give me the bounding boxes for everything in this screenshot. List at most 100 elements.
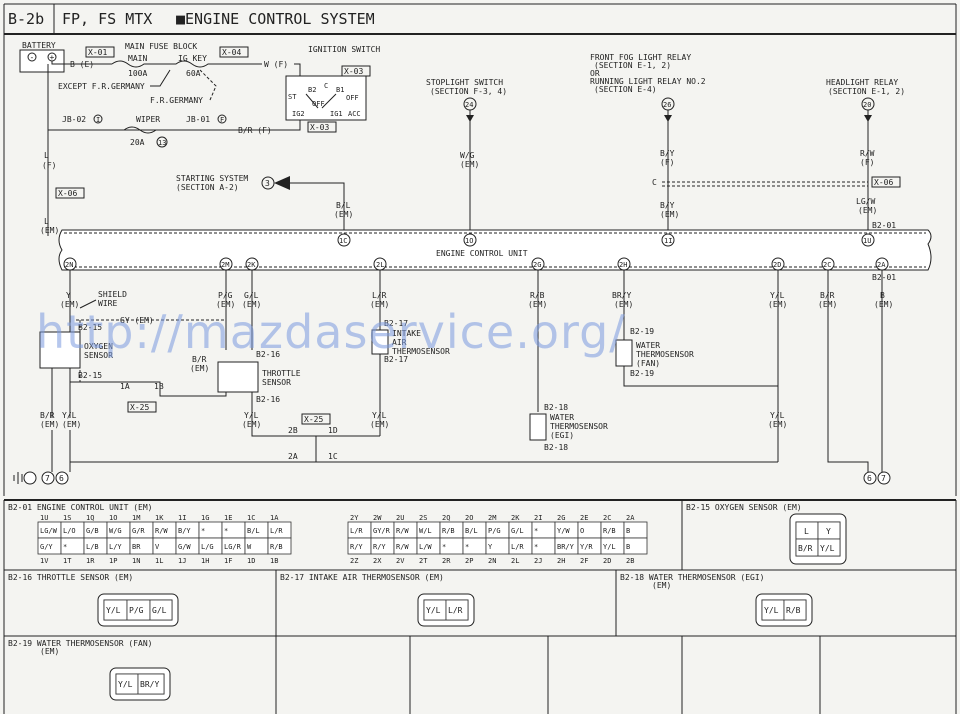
wt-egi-pin-2: R/B xyxy=(786,606,801,615)
wire-b-em-2a: B(EM) xyxy=(874,291,893,309)
ecu-left-wire-color: W xyxy=(247,543,252,551)
iat-pin-2: L/R xyxy=(448,606,463,615)
ecu-left-wire-color: G/W xyxy=(178,543,191,551)
ecu-right-pin-num-top: 2S xyxy=(419,514,427,522)
ecu-right-pin-num-top: 2U xyxy=(396,514,404,522)
wire-by-f: B/Y(F) xyxy=(660,149,675,167)
ecu-left-pin-num-bottom: 1B xyxy=(270,557,278,565)
ecu-left-wire-color: R/B xyxy=(270,543,283,551)
ecu-connector-left: 1ULG/WG/Y1V1SL/O*1T1QG/BL/B1R1OW/GL/Y1P1… xyxy=(37,514,292,565)
wire-lr-em: L/R(EM) xyxy=(370,291,389,309)
iat-pin-1: Y/L xyxy=(426,606,441,615)
wt-fan-pin-2: BR/Y xyxy=(140,680,159,689)
pin-2m: 2M xyxy=(221,261,229,269)
ecu-right-wire-color: L/W xyxy=(419,543,432,551)
ecu-right-wire-color: B xyxy=(626,543,630,551)
ecu-left-wire-color: BR xyxy=(132,543,141,551)
ecu-left-wire-color: LG/R xyxy=(224,543,242,551)
pin-2a: 2A xyxy=(877,261,886,269)
ecu-right-pin-num-top: 2W xyxy=(373,514,382,522)
fog-num: 26 xyxy=(663,101,671,109)
wire-wg-em: W/G(EM) xyxy=(460,151,479,169)
ecu-right-pin-num-bottom: 2J xyxy=(534,557,542,565)
ecu-left-pin-num-top: 1E xyxy=(224,514,232,522)
sw-acc: ACC xyxy=(348,110,361,118)
ecu-right-wire-color: R/W xyxy=(396,543,409,551)
ecu-connector-right: 2YL/RR/Y2Z2WGY/RR/Y2X2UR/WR/W2V2SW/LL/W2… xyxy=(347,514,648,565)
watermark: http://mazdaservice.org/ xyxy=(36,305,626,359)
jb01-num: F xyxy=(220,116,224,124)
ecu-right-wire-color: Y xyxy=(488,543,493,551)
battery-pos: + xyxy=(50,53,55,62)
ecu-left-wire-color: * xyxy=(63,543,67,551)
ecu-left-wire-color: R/W xyxy=(155,527,168,535)
jb02-label: JB-02 xyxy=(62,115,86,124)
wt-egi-connector: Y/L R/B xyxy=(755,593,813,627)
ecu-right-pin-num-bottom: 2T xyxy=(419,557,428,565)
pin-2k: 2K xyxy=(247,261,256,269)
wt-fan-connector: Y/L BR/Y xyxy=(109,667,171,701)
ground-connectors: 7 6 6 7 xyxy=(13,471,891,485)
sw-st: ST xyxy=(288,93,297,101)
iat-connector-title: B2-17 INTAKE AIR THERMOSENSOR (EM) xyxy=(280,573,444,582)
wire-b-r-f: B/R (F) xyxy=(238,126,272,135)
ecu-left-pin-num-bottom: 1L xyxy=(155,557,163,565)
main-fuse-label: MAIN xyxy=(128,54,147,63)
b219-top: B2-19 xyxy=(630,327,654,336)
ecu-right-wire-color: W/L xyxy=(419,527,432,535)
wire-yl-em-left: Y/L(EM) xyxy=(62,411,81,429)
x03-label-top: X-03 xyxy=(344,67,363,76)
ecu-right-pin-num-bottom: 2F xyxy=(580,557,588,565)
ecu-left-wire-color: G/B xyxy=(86,527,99,535)
pin-1o: 1O xyxy=(465,237,473,245)
wiper-amp: 20A xyxy=(130,138,145,147)
ecu-right-wire-color: Y/R xyxy=(580,543,593,551)
iat-connector: Y/L L/R xyxy=(417,593,475,627)
conn-2b: 2B xyxy=(288,426,298,435)
pin-2c: 2C xyxy=(823,261,831,269)
throttle-sensor xyxy=(217,361,259,393)
sw-b2: B2 xyxy=(308,86,316,94)
b217-bottom: B2-17 xyxy=(384,355,408,364)
ecu-right-pin-num-top: 2E xyxy=(580,514,588,522)
ecu-right-pin-num-top: 2I xyxy=(534,514,542,522)
ecu-left-pin-num-top: 1C xyxy=(247,514,255,522)
ecu-left-pin-num-top: 1S xyxy=(63,514,71,522)
ecu-right-wire-color: * xyxy=(534,527,538,535)
ig-key-fuse xyxy=(156,60,262,68)
ecu-right-pin-num-top: 2Q xyxy=(442,514,450,522)
wiper-label: WIPER xyxy=(136,115,160,124)
ignition-switch xyxy=(285,75,367,121)
ecu-right-pin-num-bottom: 2R xyxy=(442,557,451,565)
ecu-left-wire-color: G/R xyxy=(132,527,145,535)
wire-y-em: Y(EM) xyxy=(60,291,79,309)
ecu-right-pin-num-bottom: 2L xyxy=(511,557,519,565)
b216-bottom: B2-16 xyxy=(256,395,280,404)
wire-yl-em-tps: Y/L(EM) xyxy=(242,411,261,429)
ecu-left-wire-color: LG/W xyxy=(40,527,58,535)
oxygen-sensor xyxy=(39,331,81,369)
wire-l-f: L(F) xyxy=(42,151,56,170)
system-title: ■ENGINE CONTROL SYSTEM xyxy=(176,10,375,28)
ground-7-left: 7 xyxy=(45,474,50,483)
ecu-right-pin-num-bottom: 2N xyxy=(488,557,496,565)
ground-6-right: 6 xyxy=(867,474,872,483)
b219-bottom: B2-19 xyxy=(630,369,654,378)
ecu-connector-title: B2-01 ENGINE CONTROL UNIT (EM) xyxy=(8,503,153,512)
ecu-left-wire-color: B/L xyxy=(247,527,260,535)
ecu-right-pin-num-top: 2M xyxy=(488,514,496,522)
sw-ig1: IG1 xyxy=(330,110,343,118)
wire-br-em-mid: B/R(EM) xyxy=(190,355,209,373)
tps-pin-1: Y/L xyxy=(106,606,121,615)
ecu-right-wire-color: * xyxy=(465,543,469,551)
water-thermosensor-egi xyxy=(529,413,547,441)
ecu-right-wire-color: P/G xyxy=(488,527,501,535)
wire-rw-f: R/W(F) xyxy=(860,149,875,167)
ecu-right-pin-num-bottom: 2D xyxy=(603,557,611,565)
ecu-left-pin-num-bottom: 1N xyxy=(132,557,140,565)
pin-1i: 1I xyxy=(664,237,672,245)
ecu-left-wire-color: * xyxy=(201,527,205,535)
